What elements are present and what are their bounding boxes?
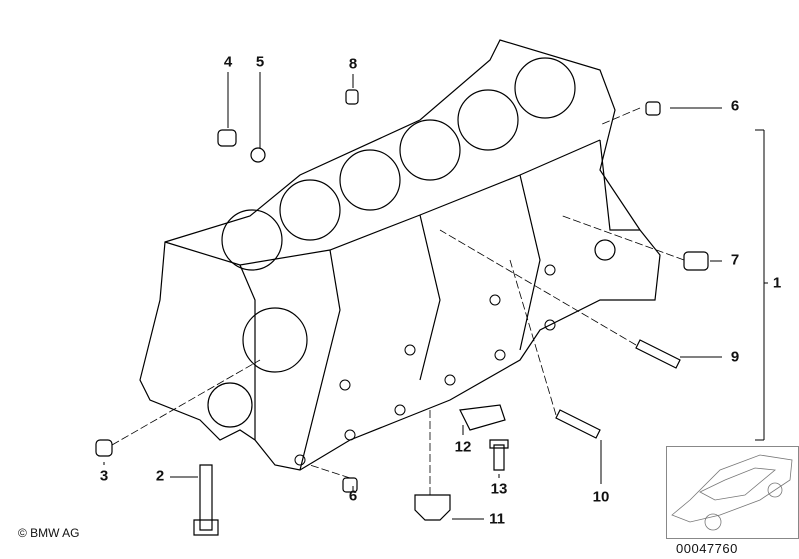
plug-part-4 — [217, 129, 237, 147]
callout-9[interactable]: 9 — [730, 348, 740, 366]
callout-6-bottom[interactable]: 6 — [348, 487, 358, 505]
callout-2[interactable]: 2 — [155, 467, 165, 485]
cylinder-bore-6 — [514, 57, 576, 119]
callout-6-top[interactable]: 6 — [730, 97, 740, 115]
callout-3[interactable]: 3 — [99, 467, 109, 485]
cylinder-bore-1 — [221, 209, 283, 271]
image-number: 00047760 — [676, 541, 738, 556]
callout-4[interactable]: 4 — [223, 53, 233, 71]
callout-5[interactable]: 5 — [255, 53, 265, 71]
callout-13[interactable]: 13 — [490, 480, 508, 498]
engine-block-outline — [139, 39, 661, 471]
callout-1[interactable]: 1 — [772, 274, 782, 292]
stud-part-9 — [635, 339, 681, 369]
copyright-notice: © BMW AG — [18, 526, 80, 540]
vehicle-thumbnail-frame[interactable] — [666, 446, 799, 539]
stud-part-10 — [555, 409, 601, 439]
screw-part-13 — [489, 439, 509, 471]
callout-8[interactable]: 8 — [348, 55, 358, 73]
cylinder-bore-4 — [399, 119, 461, 181]
callout-12[interactable]: 12 — [454, 438, 472, 456]
seal-ring-part-5 — [250, 147, 266, 163]
callout-7[interactable]: 7 — [730, 251, 740, 269]
vehicle-thumbnail — [671, 454, 793, 531]
drain-plug-part-11 — [414, 494, 451, 521]
cylinder-bore-5 — [457, 89, 519, 151]
sleeve-part-7 — [683, 251, 709, 271]
cylinder-bore-3 — [339, 149, 401, 211]
sleeve-part-3 — [95, 439, 113, 457]
callout-11[interactable]: 11 — [489, 510, 505, 528]
cylinder-bore-2 — [279, 179, 341, 241]
sleeve-part-8 — [345, 89, 359, 105]
bolt-part-2 — [193, 464, 219, 536]
bracket-part-12 — [459, 404, 506, 431]
callout-10[interactable]: 10 — [592, 488, 610, 506]
sleeve-part-6a — [645, 101, 661, 116]
